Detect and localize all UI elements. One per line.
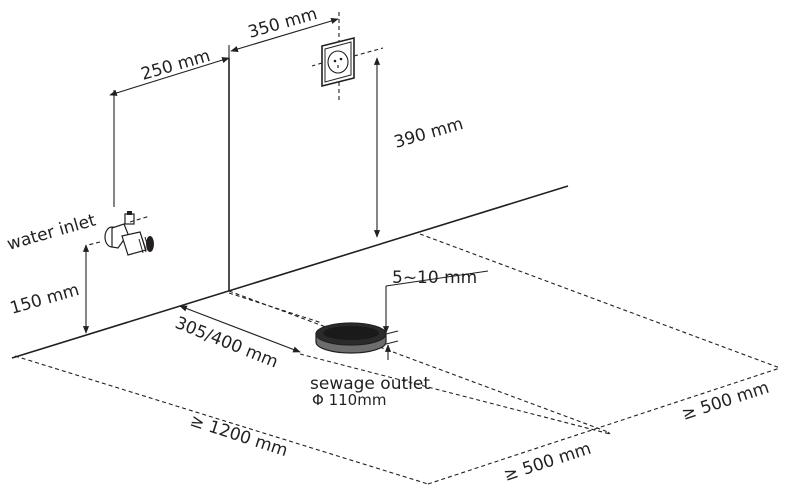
dimension-390-label: 390 mm [392, 114, 466, 153]
dimension-305-400-label: 305/400 mm [172, 313, 281, 372]
dimension-305-400 [179, 292, 323, 353]
dimension-500-front-label: ≥ 500 mm [501, 439, 593, 486]
dimension-350-label: 350 mm [246, 4, 320, 43]
water-inlet-label: water inlet [5, 210, 98, 254]
dimension-250-label: 250 mm [139, 46, 213, 85]
floor-area-outline [14, 233, 781, 485]
water-inlet-valve-icon [87, 211, 154, 256]
sewage-outlet-label: sewage outlet [310, 374, 430, 394]
dimension-1200-label: ≥ 1200 mm [187, 411, 290, 461]
dimension-250 [109, 57, 230, 207]
pipe-diameter-label: Φ 110mm [312, 391, 386, 409]
dimension-5-10-label: 5~10 mm [392, 268, 477, 288]
power-socket-icon [311, 36, 384, 88]
dimension-5-10 [382, 270, 489, 360]
sewage-outlet-icon [315, 322, 399, 354]
dimension-150-label: 150 mm [8, 280, 82, 319]
wall-floor-line [11, 185, 569, 359]
dimension-500-right-label: ≥ 500 mm [679, 378, 771, 425]
